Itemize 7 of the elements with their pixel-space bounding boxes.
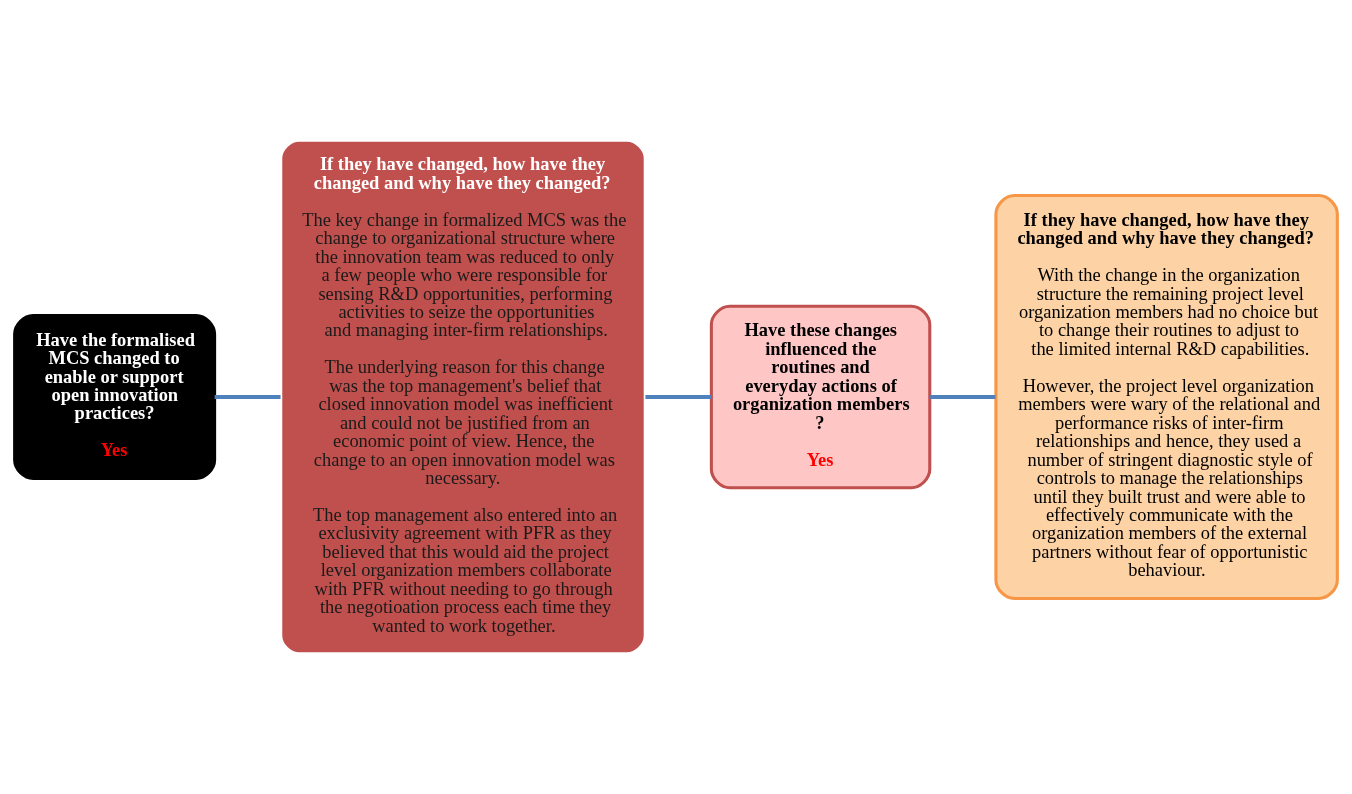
node-box: Have the formalised MCS changed to enable or support open innovation practices? Yes — [13, 313, 217, 481]
node-box: If they have changed, how have they changed and why have they changed? With the change in the organization structure the remaining project level organization members had no choice but to change their routines to adjust to the limited internal R&D capabilities. However, the project level organization members were wary of the relational and performance risks of inter-firm relationships and hence, they used a number of stringent diagnostic style of controls to manage the relationships until they built trust and were able to effectively communicate with the organization members of the external partners without fear of opportunistic behaviour. — [994, 194, 1339, 600]
connector — [214, 395, 281, 399]
node-box: If they have changed, how have they changed and why have they changed? The key change in formalized MCS was the change to organizational structure where the innovation team was reduced to only a few people who were responsible for sensing R&D opportunities, performing activities to seize the opportunities and managing inter-firm relationships. The underlying reason for this change was the top management's belief that closed innovation model was inefficient and could not be justified from an economic point of view. Hence, the change to an open innovation model was necessary. The top management also entered into an exclusivity agreement with PFR as they believed that this would aid the project level organization members collaborate with PFR without needing to go through the negotioation process each time they wanted to work together. — [279, 138, 647, 656]
node-box: Have these changes influenced the routines and everyday actions of organization members ? Yes — [709, 304, 932, 490]
connector — [645, 395, 712, 399]
connector — [930, 395, 996, 399]
